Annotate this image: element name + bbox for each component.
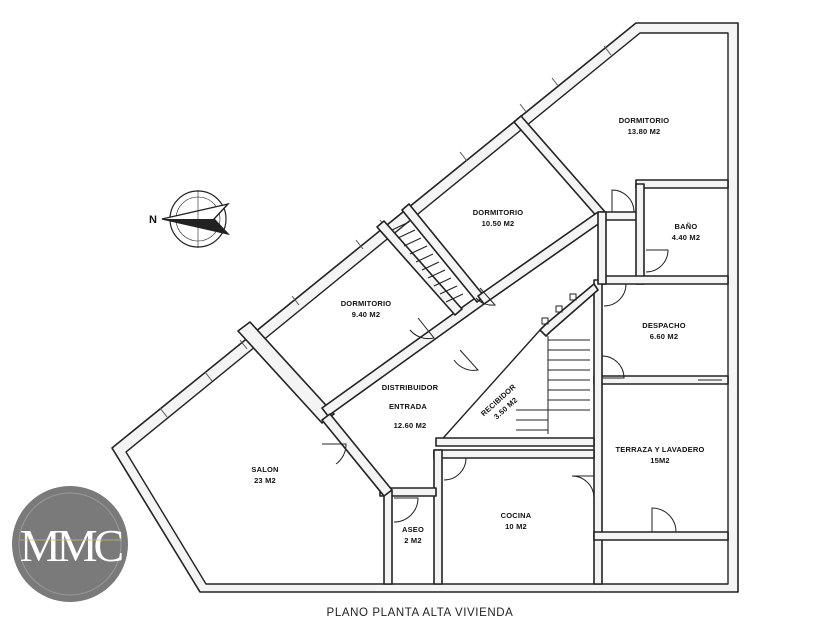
room-area-aseo: 2 M2 [404, 536, 421, 545]
room-labels: DORMITORIO 13.80 M2 DORMITORIO 10.50 M2 … [251, 116, 704, 545]
room-name-terraza: TERRAZA Y LAVADERO [615, 445, 704, 454]
room-name-despacho: DESPACHO [642, 321, 686, 330]
room-name-aseo: ASEO [402, 525, 424, 534]
exterior-walls [111, 22, 739, 593]
room-name2-distribuidor: ENTRADA [389, 402, 427, 411]
room-name-cocina: COCINA [501, 511, 532, 520]
room-area-bano: 4.40 M2 [672, 233, 701, 242]
mmc-logo-icon: MMC [12, 486, 128, 602]
room-area-terraza: 15M2 [650, 456, 670, 465]
room-area-dormitorio-2: 10.50 M2 [482, 219, 515, 228]
north-arrow-icon [161, 190, 231, 248]
room-area-salon: 23 M2 [254, 476, 276, 485]
room-name-dormitorio-1: DORMITORIO [619, 116, 670, 125]
room-name-dormitorio-2: DORMITORIO [473, 208, 524, 217]
compass-label: N [149, 214, 157, 226]
logo-text: MMC [20, 520, 123, 571]
door-swings [322, 189, 722, 533]
room-area-distribuidor: 12.60 M2 [394, 421, 427, 430]
staircase [516, 293, 590, 434]
room-area-dormitorio-1: 13.80 M2 [628, 127, 661, 136]
room-name-distribuidor: DISTRIBUIDOR [382, 383, 439, 392]
plan-title: PLANO PLANTA ALTA VIVIENDA [326, 607, 514, 619]
room-area-despacho: 6.60 M2 [650, 332, 679, 341]
room-area-dormitorio-3: 9.40 M2 [352, 310, 381, 319]
interior-partitions [237, 115, 729, 585]
room-name-salon: SALON [251, 465, 278, 474]
wardrobe-hatching [391, 221, 464, 303]
room-name-dormitorio-3: DORMITORIO [341, 299, 392, 308]
room-name-bano: BAÑO [675, 222, 698, 231]
room-area-cocina: 10 M2 [505, 522, 527, 531]
